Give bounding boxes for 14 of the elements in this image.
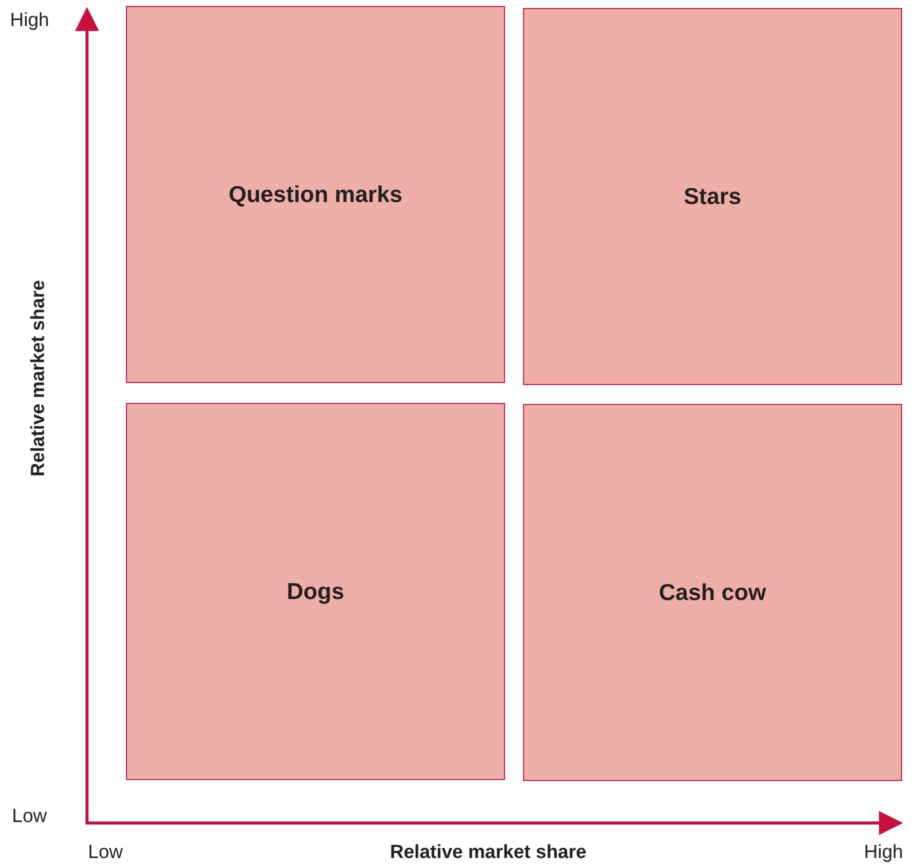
quadrant-label: Dogs: [286, 578, 344, 605]
quadrant-label: Cash cow: [658, 579, 766, 606]
quadrant-box: [126, 403, 505, 780]
quadrant-box: [523, 8, 902, 385]
quadrant-label: Question marks: [228, 181, 402, 208]
axis-end-label: High: [864, 842, 904, 864]
axis-end-label: Low: [88, 842, 123, 864]
axis-end-label: Low: [12, 806, 47, 828]
quadrant-box: [126, 6, 505, 383]
quadrant-label: Stars: [684, 183, 742, 210]
axis-title: Relative market share: [390, 842, 586, 864]
quadrant-box: [523, 404, 902, 781]
axis-end-label: High: [10, 10, 50, 32]
axis-title: Relative market share: [28, 280, 50, 476]
